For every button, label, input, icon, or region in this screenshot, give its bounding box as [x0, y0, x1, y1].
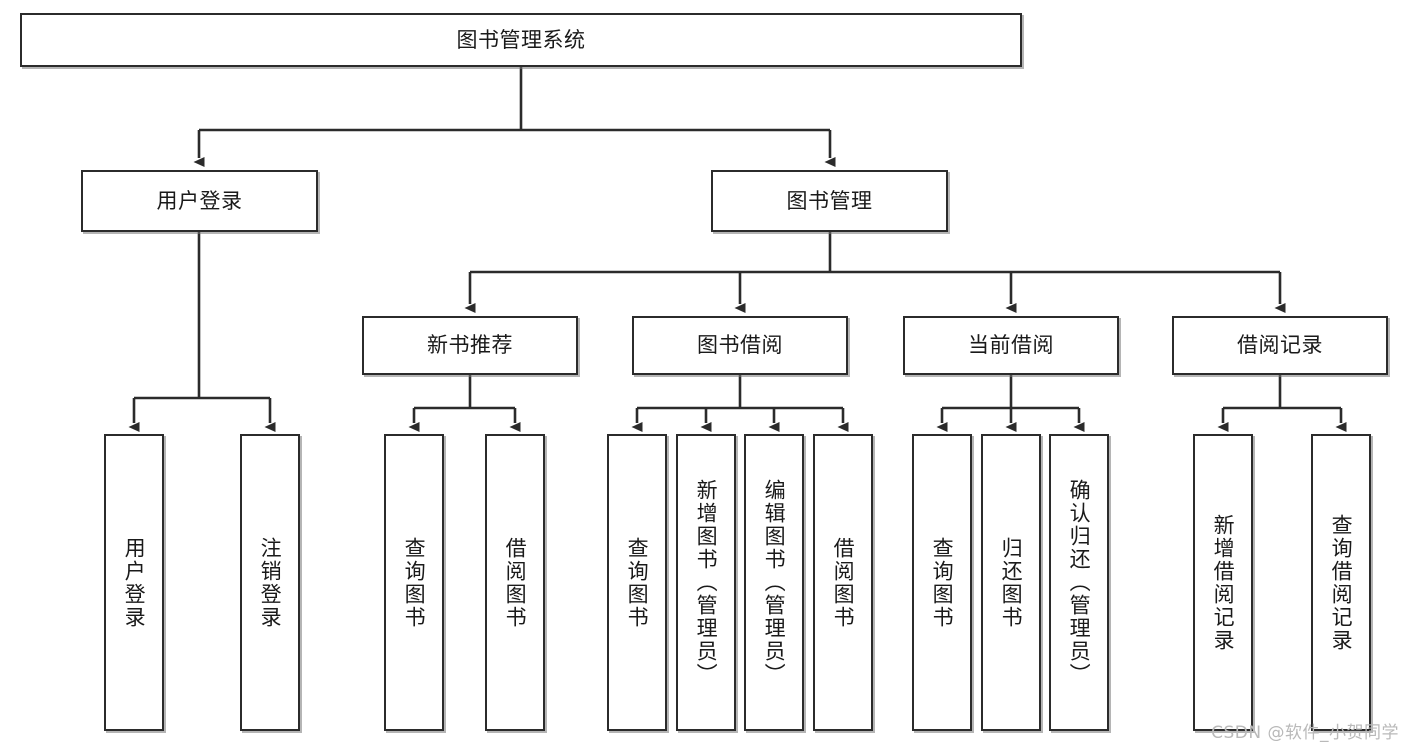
leaf-borrow-book-1[interactable]: 借阅图书	[485, 434, 545, 731]
node-book-manage[interactable]: 图书管理	[711, 170, 948, 232]
leaf-borrow-book-2-label: 借阅图书	[831, 536, 856, 629]
leaf-add-record[interactable]: 新增借阅记录	[1193, 434, 1253, 731]
leaf-add-record-label: 新增借阅记录	[1211, 513, 1236, 652]
leaf-query-book-2-label: 查询图书	[625, 536, 650, 629]
node-root[interactable]: 图书管理系统	[20, 13, 1022, 67]
node-root-label: 图书管理系统	[456, 27, 586, 52]
leaf-return-book[interactable]: 归还图书	[981, 434, 1041, 731]
leaf-add-book-label: 新增图书（管理员）	[694, 479, 719, 686]
leaf-query-book-3[interactable]: 查询图书	[912, 434, 972, 731]
node-book-borrow[interactable]: 图书借阅	[632, 316, 848, 375]
leaf-confirm-return-label: 确认归还（管理员）	[1067, 479, 1092, 686]
leaf-add-book[interactable]: 新增图书（管理员）	[676, 434, 736, 731]
leaf-logout[interactable]: 注销登录	[240, 434, 300, 731]
leaf-query-book-1-label: 查询图书	[402, 536, 427, 629]
leaf-query-record-label: 查询借阅记录	[1329, 513, 1354, 652]
node-book-borrow-label: 图书借阅	[697, 333, 783, 358]
leaf-confirm-return[interactable]: 确认归还（管理员）	[1049, 434, 1109, 731]
node-borrow-record[interactable]: 借阅记录	[1172, 316, 1388, 375]
node-book-manage-label: 图书管理	[786, 188, 873, 213]
leaf-edit-book-label: 编辑图书（管理员）	[762, 479, 787, 686]
leaf-query-book-2[interactable]: 查询图书	[607, 434, 667, 731]
leaf-user-login[interactable]: 用户登录	[104, 434, 164, 731]
node-current-borrow-label: 当前借阅	[968, 333, 1054, 358]
leaf-query-book-1[interactable]: 查询图书	[384, 434, 444, 731]
leaf-user-login-label: 用户登录	[122, 536, 147, 629]
leaf-borrow-book-2[interactable]: 借阅图书	[813, 434, 873, 731]
node-new-book-rec-label: 新书推荐	[427, 333, 513, 358]
leaf-logout-label: 注销登录	[258, 536, 283, 629]
leaf-query-record[interactable]: 查询借阅记录	[1311, 434, 1371, 731]
leaf-borrow-book-1-label: 借阅图书	[503, 536, 528, 629]
node-current-borrow[interactable]: 当前借阅	[903, 316, 1119, 375]
leaf-edit-book[interactable]: 编辑图书（管理员）	[744, 434, 804, 731]
leaf-return-book-label: 归还图书	[999, 536, 1024, 629]
node-user-login[interactable]: 用户登录	[81, 170, 318, 232]
leaf-query-book-3-label: 查询图书	[930, 536, 955, 629]
node-borrow-record-label: 借阅记录	[1237, 333, 1323, 358]
node-new-book-rec[interactable]: 新书推荐	[362, 316, 578, 375]
node-user-login-label: 用户登录	[156, 188, 243, 213]
